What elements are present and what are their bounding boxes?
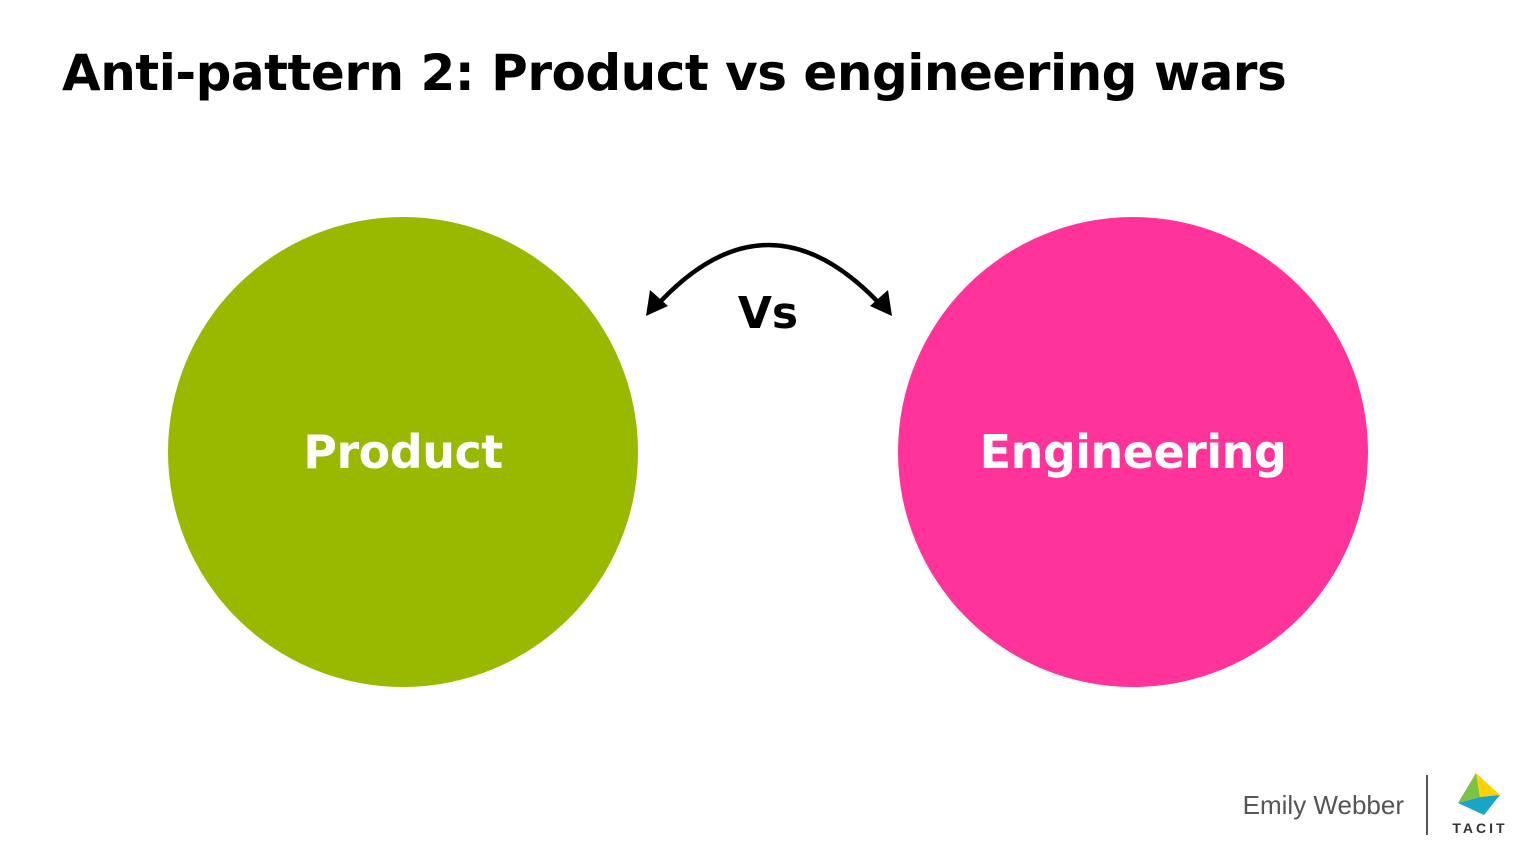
tacit-logo-icon — [1458, 773, 1500, 815]
arrow-head-left — [646, 290, 668, 316]
product-circle: Product — [168, 217, 638, 687]
footer-divider — [1426, 775, 1428, 835]
engineering-label: Engineering — [979, 425, 1287, 479]
product-label: Product — [303, 425, 503, 479]
engineering-circle: Engineering — [898, 217, 1368, 687]
vs-label: Vs — [737, 288, 799, 339]
arrow-head-right — [870, 290, 892, 316]
tacit-logo-text: TACIT — [1452, 820, 1508, 836]
slide-title: Anti-pattern 2: Product vs engineering w… — [62, 44, 1287, 102]
footer-author: Emily Webber — [1242, 790, 1404, 820]
